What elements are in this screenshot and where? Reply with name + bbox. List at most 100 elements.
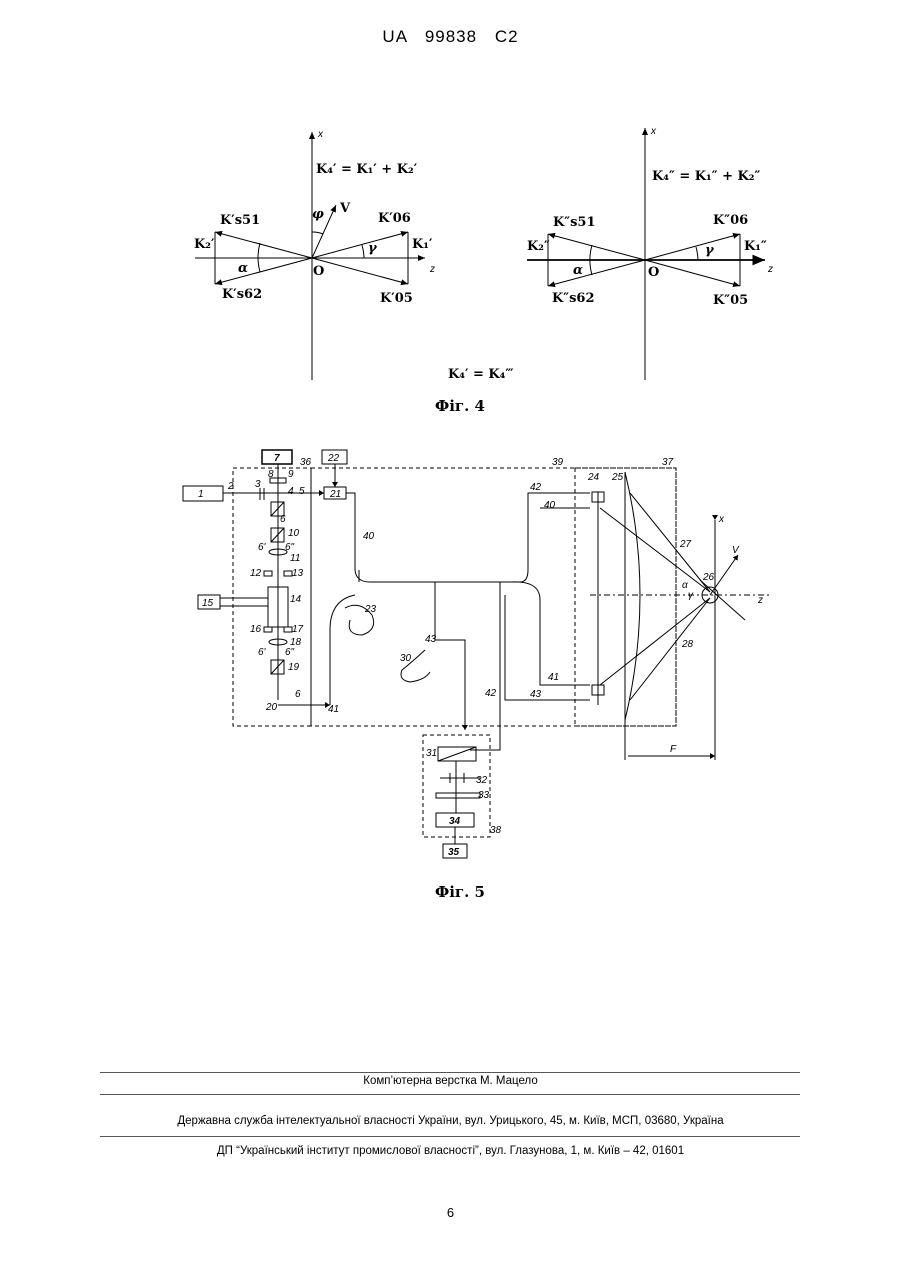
vector-ks51 (215, 232, 312, 258)
institute-address: ДП “Український інститут промислової вла… (0, 1145, 901, 1157)
svg-text:K₄′ = K₁′ + K₂′: K₄′ = K₁′ + K₂′ (316, 162, 418, 177)
svg-text:13: 13 (292, 568, 304, 579)
svg-text:24: 24 (587, 472, 600, 483)
vector-ks51-2 (548, 234, 645, 260)
svg-text:30: 30 (400, 653, 412, 664)
svg-text:K′s62: K′s62 (222, 287, 262, 302)
svg-text:6': 6' (258, 542, 267, 553)
svg-text:21: 21 (329, 489, 341, 500)
agency-address: Державна служба інтелектуальної власност… (0, 1115, 901, 1127)
svg-text:α: α (238, 261, 248, 276)
fig4-bottom-equation: K₄′ = K₄‴ (448, 367, 514, 382)
svg-text:φ: φ (312, 207, 324, 222)
svg-text:7: 7 (274, 453, 280, 464)
svg-text:12: 12 (250, 568, 262, 579)
svg-text:35: 35 (448, 847, 460, 858)
fig4-left-panel: x z O K₄′ = K₁′ + K₂′ V φ K′s51 K₂′ α K′… (194, 129, 435, 380)
svg-text:K₂′: K₂′ (194, 237, 215, 252)
svg-text:4: 4 (288, 486, 294, 497)
svg-text:43: 43 (530, 689, 542, 700)
svg-text:3: 3 (255, 479, 261, 490)
svg-text:x: x (317, 129, 324, 140)
figure-4-caption: Фіг. 4 (400, 397, 520, 415)
svg-text:K₁″: K₁″ (744, 239, 767, 254)
svg-text:43: 43 (425, 634, 437, 645)
lens-25 (625, 472, 640, 720)
svg-text:22: 22 (327, 453, 340, 464)
svg-text:K″05: K″05 (713, 293, 748, 308)
svg-text:42: 42 (485, 688, 497, 699)
fig4-right-panel: x z O K₄″ = K₁″ + K₂″ K″s51 K₂″ α K″s62 … (527, 126, 773, 380)
footer-rule-2 (100, 1094, 800, 1095)
svg-text:2: 2 (227, 481, 234, 492)
angle-gamma-arc (362, 245, 364, 258)
svg-text:z: z (757, 595, 763, 606)
svg-text:6: 6 (295, 689, 301, 700)
svg-text:40: 40 (363, 531, 375, 542)
svg-text:K′06: K′06 (378, 211, 411, 226)
angle-gamma-arc-2 (696, 247, 698, 260)
svg-text:K′05: K′05 (380, 291, 413, 306)
svg-text:K″06: K″06 (713, 213, 748, 228)
svg-text:α: α (573, 263, 583, 278)
svg-text:10: 10 (288, 528, 300, 539)
svg-text:38: 38 (490, 825, 502, 836)
vector-k06-2 (645, 234, 740, 260)
layout-credit: Комп’ютерна верстка М. Мацело (0, 1075, 901, 1087)
svg-text:26: 26 (702, 572, 715, 583)
svg-text:40: 40 (544, 500, 556, 511)
svg-text:17: 17 (292, 624, 304, 635)
svg-text:36: 36 (300, 457, 312, 468)
vector-k06 (312, 232, 408, 258)
svg-text:23: 23 (364, 604, 377, 615)
svg-text:34: 34 (449, 816, 461, 827)
svg-text:x: x (650, 126, 657, 137)
svg-text:K″s62: K″s62 (552, 291, 595, 306)
svg-text:27: 27 (679, 539, 692, 550)
vector-k05 (312, 258, 408, 284)
svg-text:41: 41 (328, 704, 339, 715)
svg-text:37: 37 (662, 457, 674, 468)
svg-text:K″s51: K″s51 (553, 215, 596, 230)
svg-text:O: O (648, 265, 659, 280)
svg-text:5: 5 (299, 486, 305, 497)
svg-text:6": 6" (285, 647, 295, 658)
svg-text:25: 25 (611, 472, 624, 483)
svg-text:V: V (732, 545, 740, 556)
svg-text:41: 41 (548, 672, 559, 683)
svg-text:16: 16 (250, 624, 262, 635)
svg-text:14: 14 (290, 594, 302, 605)
page-number: 6 (0, 1205, 901, 1220)
svg-text:6: 6 (280, 514, 286, 525)
svg-text:x: x (718, 514, 725, 525)
svg-text:11: 11 (290, 553, 300, 564)
figure-5-caption: Фіг. 5 (400, 883, 520, 901)
footer-rule-1 (100, 1072, 800, 1073)
svg-text:F: F (670, 744, 677, 755)
svg-text:γ: γ (368, 241, 378, 256)
svg-text:19: 19 (288, 662, 300, 673)
svg-text:9: 9 (288, 469, 294, 480)
svg-text:6": 6" (285, 542, 295, 553)
angle-phi-arc (312, 232, 323, 234)
svg-text:γ: γ (705, 243, 715, 258)
svg-text:15: 15 (202, 598, 214, 609)
svg-text:O: O (313, 264, 324, 279)
svg-text:6': 6' (258, 647, 267, 658)
svg-text:z: z (429, 264, 435, 275)
vector-ks62 (215, 258, 312, 284)
svg-text:20: 20 (265, 702, 278, 713)
svg-text:K′s51: K′s51 (220, 213, 260, 228)
svg-text:V: V (339, 201, 351, 216)
svg-text:42: 42 (530, 482, 542, 493)
footer-rule-3 (100, 1136, 800, 1137)
svg-text:31: 31 (426, 748, 437, 759)
svg-text:K₁′: K₁′ (412, 237, 433, 252)
fig5-labels: 1 2 3 89 45 7 36 22 21 39 37 2425 4240 6… (198, 453, 763, 858)
svg-text:z: z (767, 264, 773, 275)
figure-4-diagram: x z O K₄′ = K₁′ + K₂′ V φ K′s51 K₂′ α K′… (0, 0, 901, 420)
svg-text:28: 28 (681, 639, 694, 650)
svg-text:K₄″ = K₁″ + K₂″: K₄″ = K₁″ + K₂″ (652, 169, 760, 184)
svg-text:39: 39 (552, 457, 564, 468)
vector-ks62-2 (548, 260, 645, 286)
